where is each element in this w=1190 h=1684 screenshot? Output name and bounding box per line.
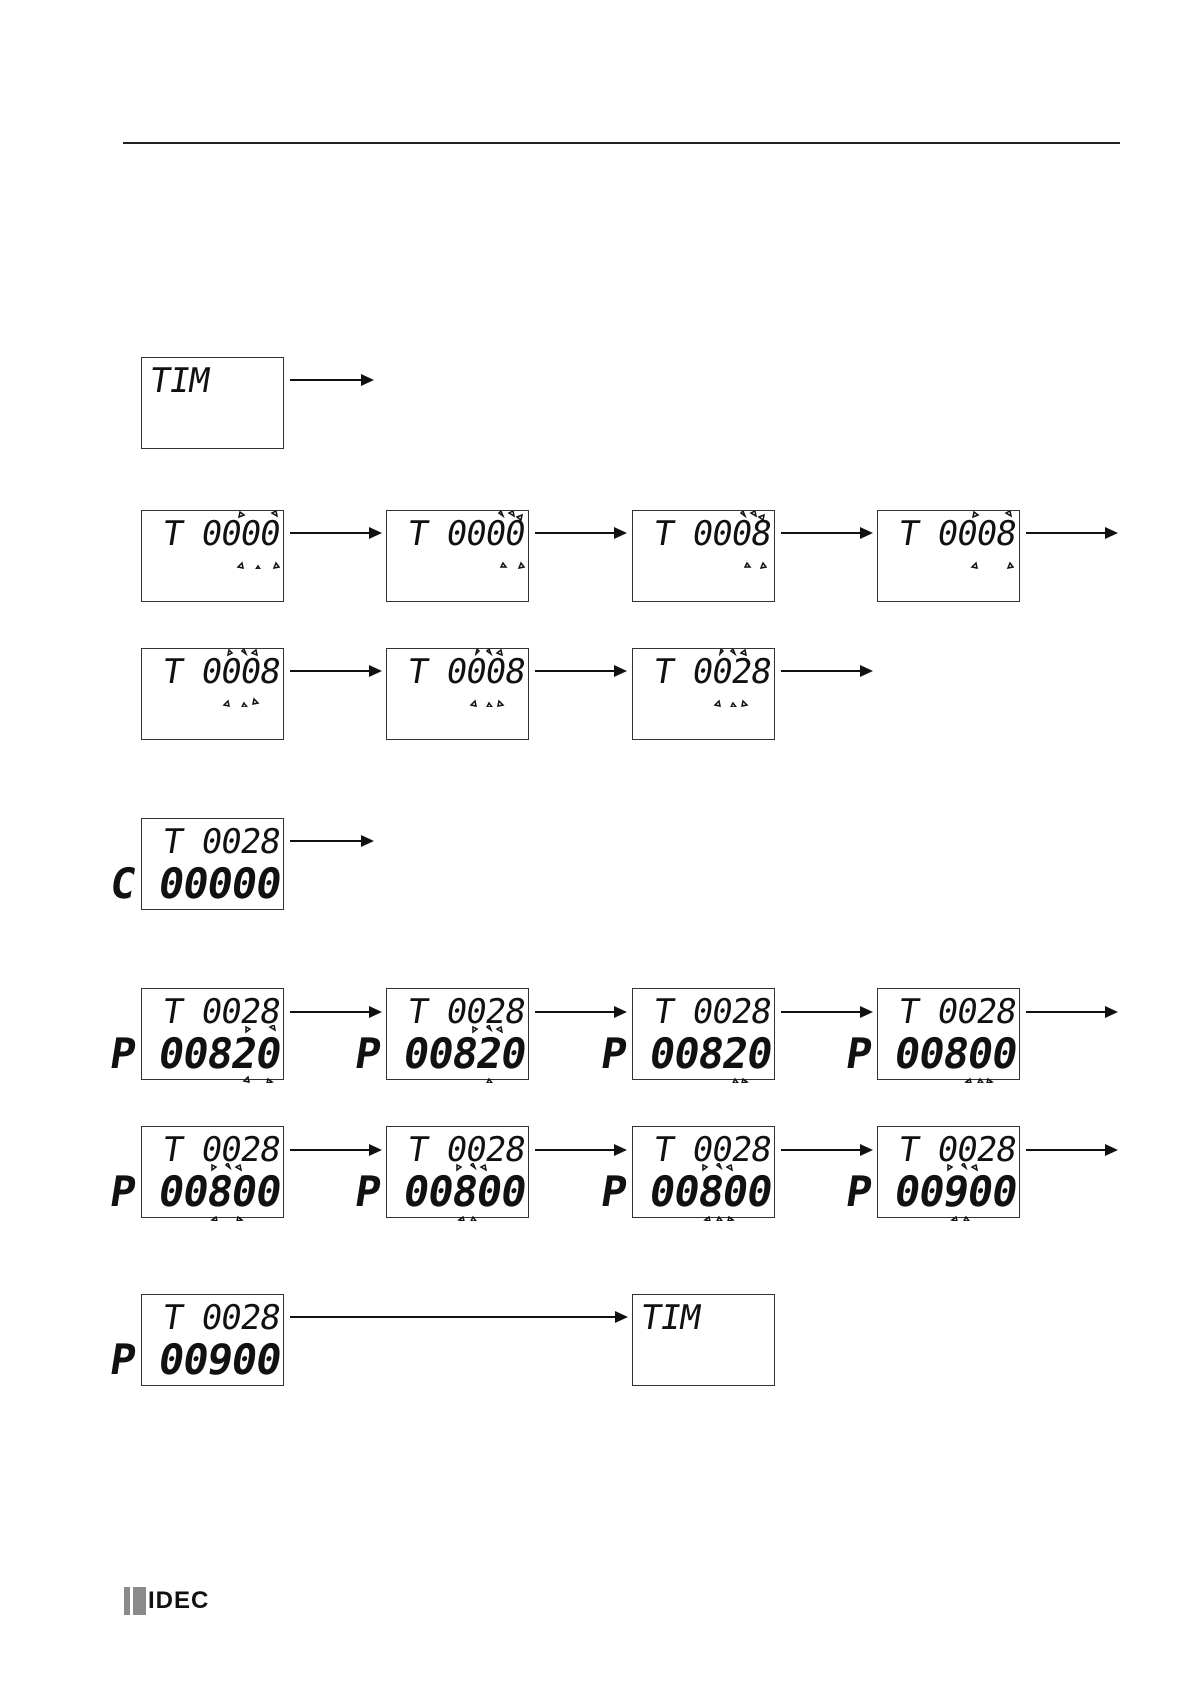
flow-arrow [290, 835, 374, 847]
lcd-bottom-line: P 00900 [107, 1339, 284, 1381]
flow-arrow [290, 1144, 382, 1156]
lcd-screen-16: T 0028 P 00800 [632, 1126, 775, 1218]
lcd-bottom-line: P 00800 [843, 1033, 1020, 1075]
lcd-bottom-line: P 00820 [107, 1033, 284, 1075]
flow-arrow [535, 1006, 627, 1018]
lcd-screen-18: T 0028 P 00900 [141, 1294, 284, 1386]
lcd-top-line: T 0008 [405, 655, 527, 689]
lcd-bottom-line: P 00800 [598, 1171, 775, 1213]
lcd-top-line: T 0028 [896, 995, 1018, 1029]
lcd-top-line: T 0028 [896, 1133, 1018, 1167]
flow-arrow [535, 665, 627, 677]
header-rule [123, 142, 1120, 144]
flow-arrow [781, 1006, 873, 1018]
lcd-screen-5: T 0008 [877, 510, 1020, 602]
flow-arrow [290, 665, 382, 677]
flow-arrow [290, 1311, 628, 1323]
lcd-bottom-line: C 00000 [107, 863, 284, 905]
lcd-top-line: T 0028 [160, 825, 282, 859]
flow-arrow [781, 527, 873, 539]
flow-arrow [781, 1144, 873, 1156]
lcd-text: TIM [638, 1301, 702, 1335]
lcd-screen-19: TIM [632, 1294, 775, 1386]
lcd-top-line: T 0028 [160, 1133, 282, 1167]
lcd-bottom-line: P 00820 [352, 1033, 529, 1075]
lcd-screen-6: T 0008 [141, 648, 284, 740]
lcd-top-line: T 0000 [160, 517, 282, 551]
lcd-bottom-line: P 00800 [107, 1171, 284, 1213]
lcd-top-line: T 0000 [405, 517, 527, 551]
flow-arrow [290, 527, 382, 539]
flow-arrow [781, 665, 873, 677]
flow-arrow [535, 527, 627, 539]
lcd-top-line: T 0008 [160, 655, 282, 689]
lcd-screen-12: T 0028 P 00820 [632, 988, 775, 1080]
flow-arrow [535, 1144, 627, 1156]
flow-arrow [290, 1006, 382, 1018]
lcd-top-line: T 0028 [405, 1133, 527, 1167]
lcd-bottom-line: P 00800 [352, 1171, 529, 1213]
lcd-screen-2: T 0000 [141, 510, 284, 602]
lcd-top-line: T 0008 [651, 517, 773, 551]
idec-logo: IDEC [124, 1586, 209, 1616]
lcd-top-line: T 0028 [651, 995, 773, 1029]
lcd-bottom-line: P 00900 [843, 1171, 1020, 1213]
lcd-screen-14: T 0028 P 00800 [141, 1126, 284, 1218]
lcd-screen-7: T 0008 [386, 648, 529, 740]
lcd-top-line: T 0008 [896, 517, 1018, 551]
lcd-screen-3: T 0000 [386, 510, 529, 602]
logo-text: IDEC [148, 1587, 209, 1615]
lcd-text: TIM [147, 364, 211, 398]
lcd-bottom-line: P 00820 [598, 1033, 775, 1075]
lcd-screen-15: T 0028 P 00800 [386, 1126, 529, 1218]
flow-arrow [1026, 1006, 1118, 1018]
lcd-screen-1: TIM [141, 357, 284, 449]
logo-mark-icon [124, 1587, 146, 1615]
flow-arrow [1026, 527, 1118, 539]
lcd-screen-11: T 0028 P 00820 [386, 988, 529, 1080]
lcd-top-line: T 0028 [651, 655, 773, 689]
lcd-top-line: T 0028 [405, 995, 527, 1029]
flow-arrow [1026, 1144, 1118, 1156]
lcd-top-line: T 0028 [160, 1301, 282, 1335]
lcd-top-line: T 0028 [160, 995, 282, 1029]
flow-arrow [290, 374, 374, 386]
lcd-screen-10: T 0028 P 00820 [141, 988, 284, 1080]
lcd-screen-8: T 0028 [632, 648, 775, 740]
lcd-screen-4: T 0008 [632, 510, 775, 602]
lcd-screen-9: T 0028 C 00000 [141, 818, 284, 910]
lcd-screen-17: T 0028 P 00900 [877, 1126, 1020, 1218]
lcd-top-line: T 0028 [651, 1133, 773, 1167]
lcd-screen-13: T 0028 P 00800 [877, 988, 1020, 1080]
